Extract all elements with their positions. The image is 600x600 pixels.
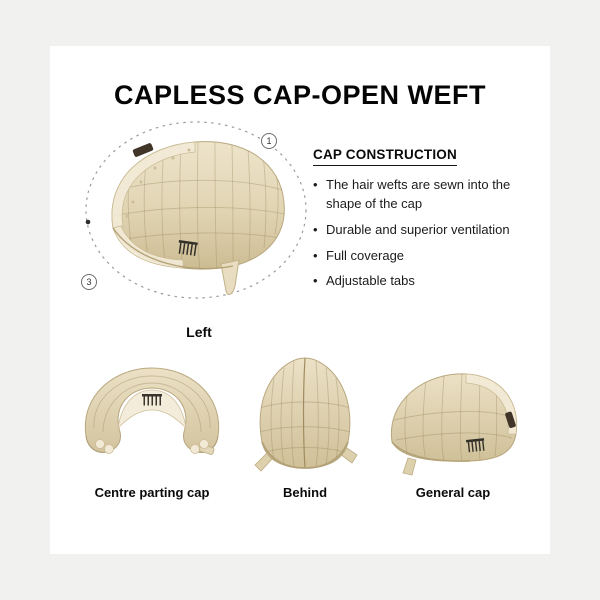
construction-heading: CAP CONSTRUCTION	[313, 147, 457, 166]
center-seam	[302, 357, 306, 469]
general-cap-image	[390, 373, 518, 476]
bullet-glyph: •	[313, 273, 318, 289]
bullet-text: Durable and superior ventilation	[326, 221, 510, 237]
cap-views-row: Centre parting cap	[50, 346, 550, 500]
page-title: CAPLESS CAP-OPEN WEFT	[113, 80, 487, 110]
centre-parting-caption: Centre parting cap	[94, 485, 210, 500]
left-caption: Left	[186, 324, 212, 340]
general-caption: General cap	[415, 485, 491, 500]
comb-icon	[466, 438, 485, 453]
construction-bullet: • The hair wefts are sewn into the shape…	[313, 176, 543, 214]
centre-parting-cap-figure: Centre parting cap	[72, 358, 232, 500]
bullet-glyph: •	[313, 177, 318, 192]
general-cap-figure: General cap	[378, 360, 528, 500]
behind-cap-figure: Behind	[240, 346, 370, 500]
construction-bullet: • Adjustable tabs	[313, 272, 543, 291]
construction-bullet: • Full coverage	[313, 247, 543, 266]
comb-icon	[178, 240, 198, 256]
marker-3-label: 3	[86, 276, 92, 287]
left-cap-image	[85, 121, 307, 299]
card: CAPLESS CAP-OPEN WEFT	[50, 46, 550, 554]
bullet-text: The hair wefts are sewn into the shape o…	[326, 177, 511, 211]
bullet-text: Full coverage	[326, 247, 405, 263]
bullet-glyph: •	[313, 221, 318, 237]
guide-dot	[85, 219, 91, 225]
lace-band	[111, 141, 196, 269]
behind-cap-image	[254, 357, 358, 472]
dashed-circle	[85, 121, 307, 299]
dark-tab-icon	[505, 411, 516, 429]
bullet-text: Adjustable tabs	[326, 273, 415, 289]
marker-1-label: 1	[266, 135, 272, 146]
comb-icon	[142, 394, 162, 406]
marker-3: 3	[81, 274, 97, 290]
lace-scallops	[95, 439, 209, 454]
left-cap-figure: 1 3 Left	[81, 116, 315, 340]
inner-wall	[117, 389, 187, 430]
centre-parting-cap-image	[84, 367, 220, 455]
strap-icon	[402, 457, 417, 476]
construction-bullet: • Durable and superior ventilation	[313, 221, 543, 240]
marker-1: 1	[261, 133, 277, 149]
left-cap-wrap: 1 3	[81, 116, 315, 318]
construction-list: • The hair wefts are sewn into the shape…	[313, 176, 543, 291]
dark-tab-icon	[132, 143, 154, 157]
nape-tab-icon	[220, 259, 240, 296]
behind-caption: Behind	[282, 485, 328, 500]
weft-texture	[260, 360, 350, 467]
bullet-glyph: •	[313, 247, 318, 263]
cap-construction-panel: CAP CONSTRUCTION • The hair wefts are se…	[313, 146, 543, 298]
